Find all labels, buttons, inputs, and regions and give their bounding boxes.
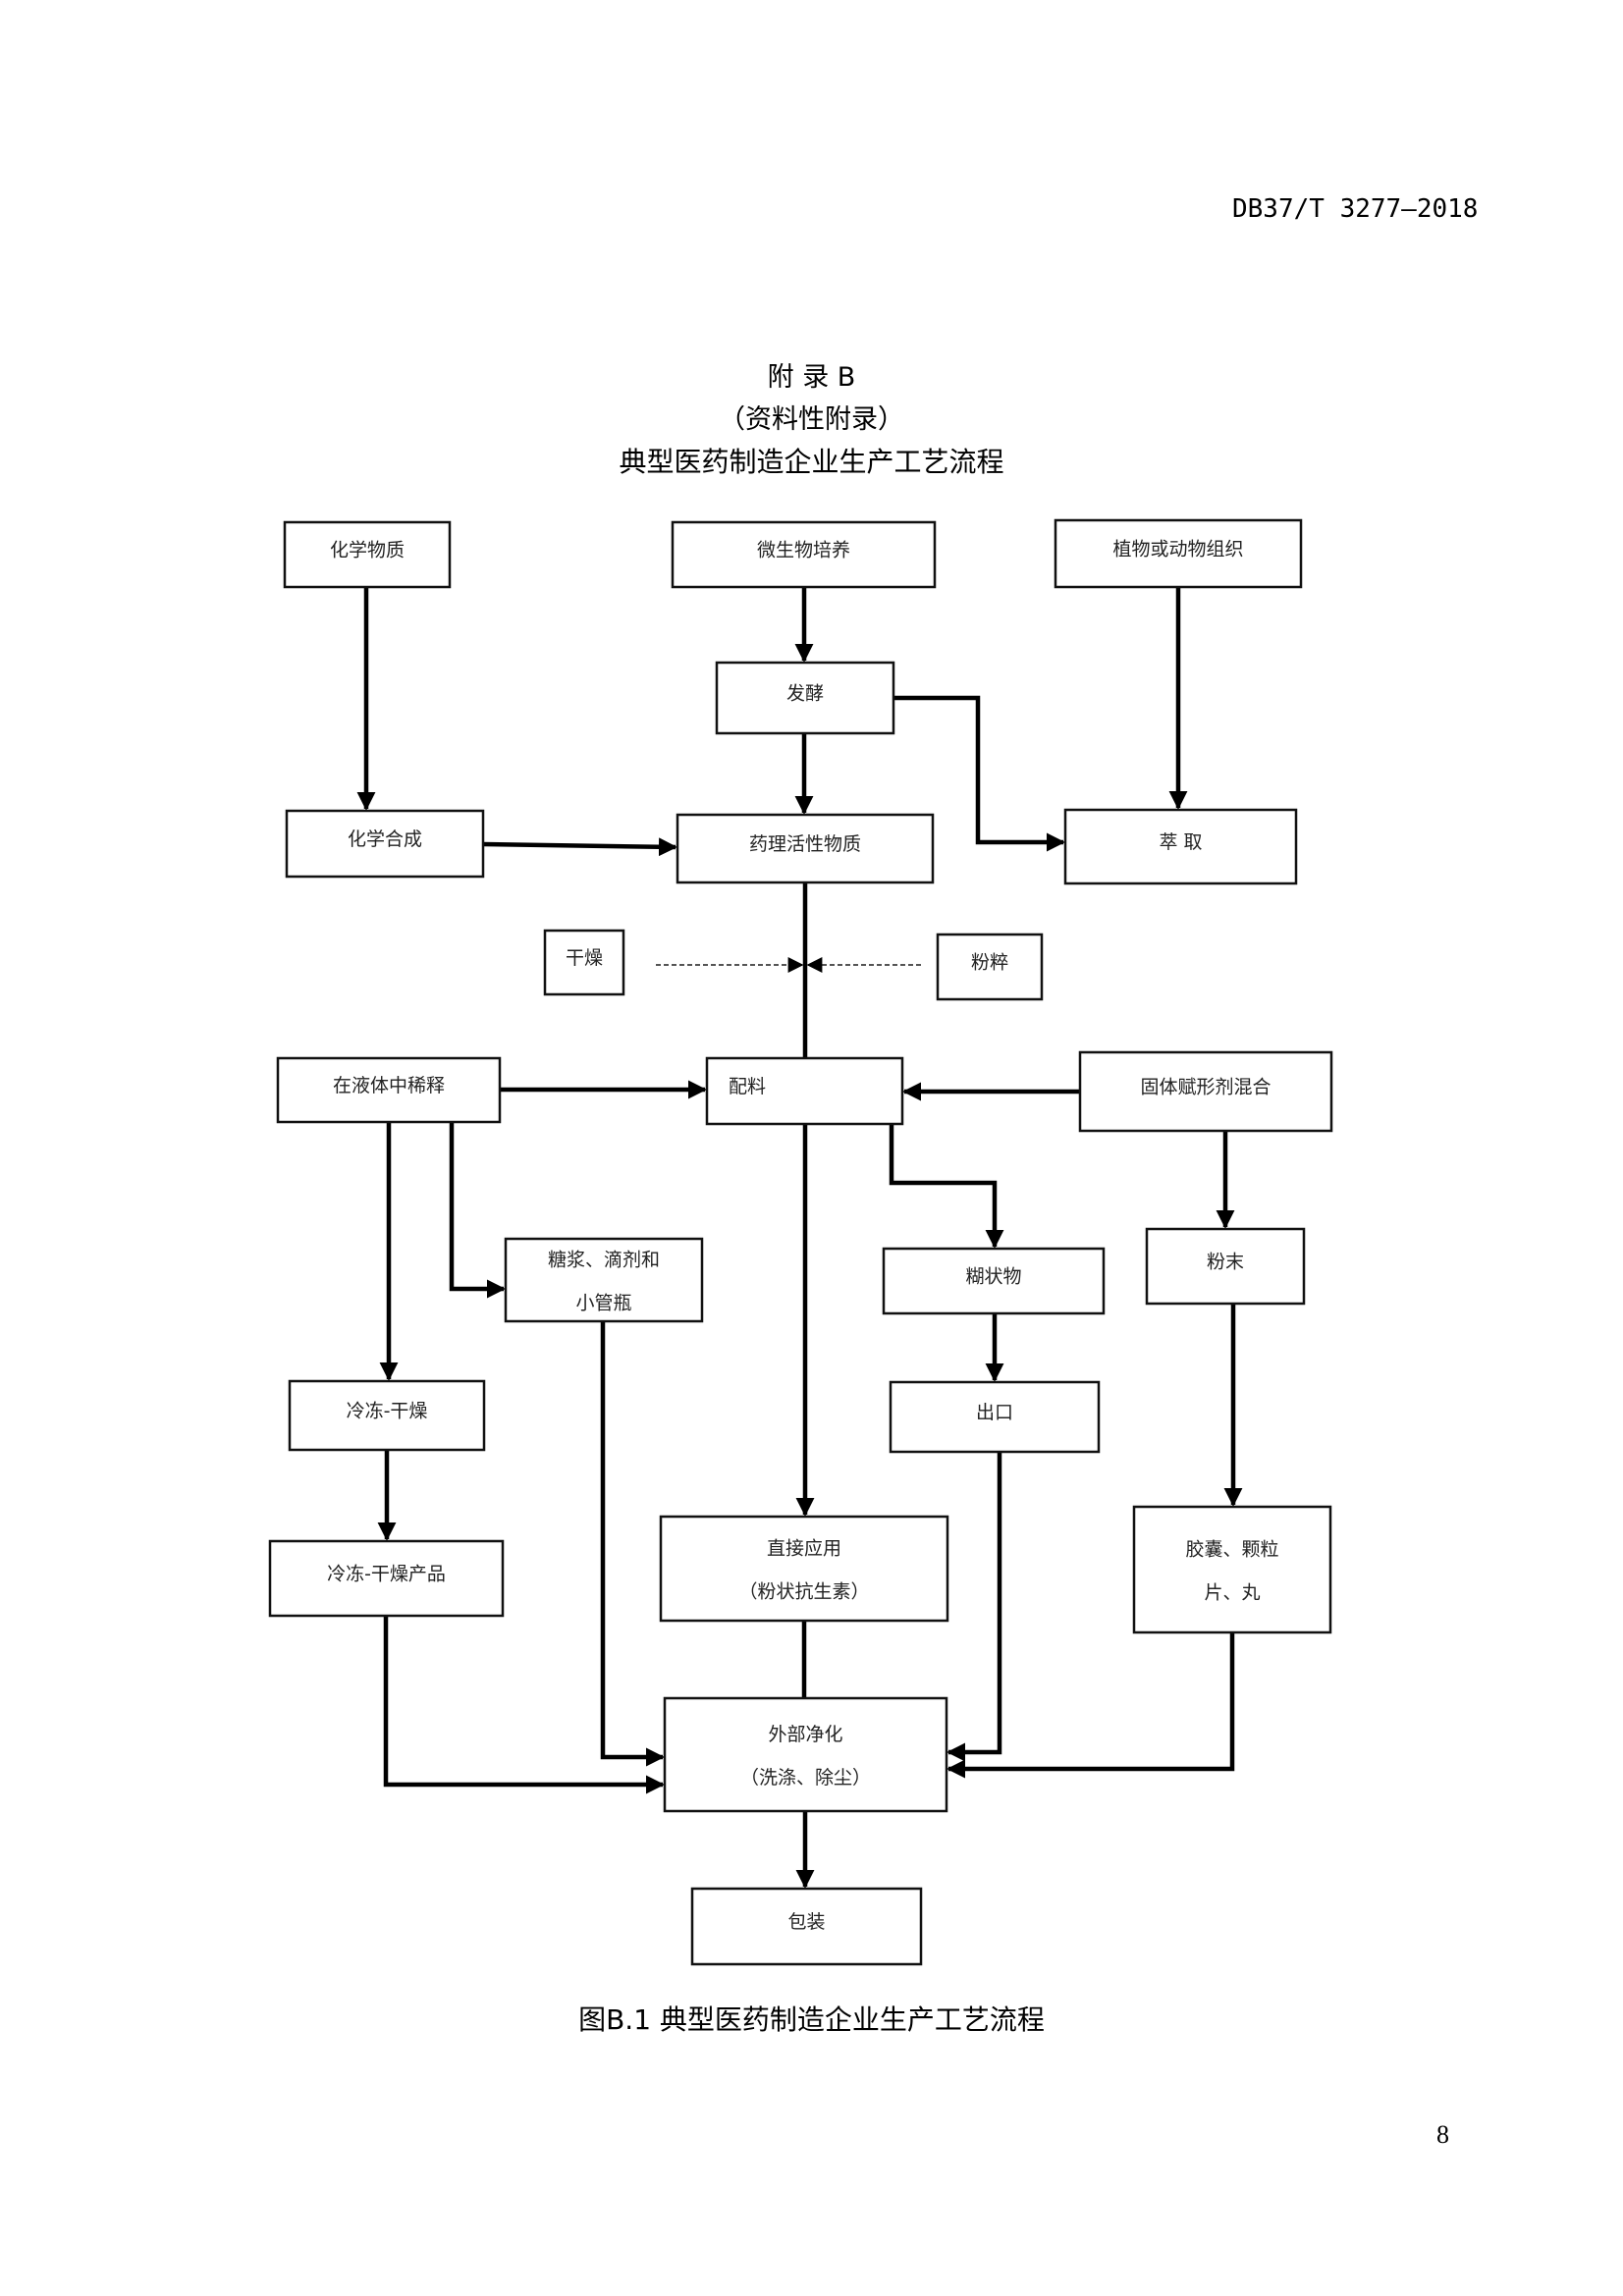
node-label: 出口 xyxy=(976,1402,1013,1423)
arrow-mix-to-paste xyxy=(889,1124,1004,1249)
node-label: 化学物质 xyxy=(330,540,405,561)
node-chemical: 化学物质 xyxy=(283,520,452,589)
node-ferment: 发酵 xyxy=(715,661,895,735)
arrow-export-to-clean xyxy=(947,1452,1002,1762)
arrow-dilute-to-syrup xyxy=(449,1122,506,1299)
node-clean: 外部净化 （洗涤、除尘） xyxy=(663,1696,948,1813)
node-label: 冷冻-干燥产品 xyxy=(327,1564,446,1585)
node-label: 微生物培养 xyxy=(757,540,850,561)
node-freeze: 冷冻-干燥 xyxy=(288,1379,486,1452)
node-box xyxy=(659,1515,949,1623)
node-label: 固体赋形剂混合 xyxy=(1140,1077,1271,1098)
node-label: 直接应用 xyxy=(767,1538,841,1560)
figure-caption: 图B.1 典型医药制造企业生产工艺流程 xyxy=(578,2003,1045,2036)
arrow-ferment-to-extract xyxy=(893,695,1065,852)
node-pack: 包装 xyxy=(690,1887,923,1966)
node-synthesis: 化学合成 xyxy=(285,809,485,879)
node-label: 包装 xyxy=(787,1911,825,1933)
node-microbe: 微生物培养 xyxy=(671,520,937,589)
node-box xyxy=(676,813,935,884)
page-number: 8 xyxy=(1436,2120,1449,2149)
node-label: 冷冻-干燥 xyxy=(347,1401,428,1422)
node-label: （洗涤、除尘） xyxy=(740,1767,871,1789)
node-crush: 粉粹 xyxy=(936,933,1044,1001)
arrow-synthesis-to-api xyxy=(482,837,677,857)
node-box xyxy=(936,933,1044,1001)
node-box xyxy=(276,1056,502,1124)
appendix-name: 典型医药制造企业生产工艺流程 xyxy=(619,446,1004,478)
node-box xyxy=(288,1379,486,1452)
node-box xyxy=(283,520,452,589)
node-box xyxy=(543,929,625,996)
node-box xyxy=(715,661,895,735)
node-api: 药理活性物质 xyxy=(676,813,935,884)
node-box xyxy=(671,520,937,589)
node-label: 小管瓶 xyxy=(575,1293,631,1314)
node-mix: 配料 xyxy=(705,1056,904,1126)
node-label: （粉状抗生素） xyxy=(738,1581,869,1603)
node-box xyxy=(889,1380,1101,1454)
arrow-freezeprod-to-clean xyxy=(383,1616,665,1794)
appendix-title: 附 录 B xyxy=(767,362,856,393)
node-powder: 粉末 xyxy=(1145,1227,1306,1306)
node-label: 化学合成 xyxy=(348,828,422,850)
node-box xyxy=(1063,808,1298,885)
node-label: 粉粹 xyxy=(971,952,1008,974)
node-paste: 糊状物 xyxy=(882,1247,1106,1315)
node-box xyxy=(285,809,485,879)
node-box xyxy=(1145,1227,1306,1306)
node-box xyxy=(504,1237,704,1323)
edges-layer xyxy=(356,587,1243,1889)
node-label: 萃 取 xyxy=(1159,831,1202,853)
node-capsule: 胶囊、颗粒片、丸 xyxy=(1132,1505,1332,1634)
node-box xyxy=(882,1247,1106,1315)
node-label: 胶囊、颗粒 xyxy=(1185,1539,1278,1561)
node-label: 糖浆、滴剂和 xyxy=(548,1250,660,1271)
node-direct: 直接应用 （粉状抗生素） xyxy=(659,1515,949,1623)
node-label: 植物或动物组织 xyxy=(1112,539,1243,561)
node-box xyxy=(1054,518,1303,589)
node-tissue: 植物或动物组织 xyxy=(1054,518,1303,589)
node-box xyxy=(663,1696,948,1813)
node-box xyxy=(268,1539,505,1618)
node-export: 出口 xyxy=(889,1380,1101,1454)
node-label: 在液体中稀释 xyxy=(333,1075,445,1096)
node-label: 片、丸 xyxy=(1204,1582,1260,1604)
node-dry: 干燥 xyxy=(543,929,625,996)
node-label: 粉末 xyxy=(1207,1252,1244,1273)
node-box xyxy=(690,1887,923,1966)
node-label: 发酵 xyxy=(786,683,824,705)
standard-code: DB37/T 3277—2018 xyxy=(1232,194,1479,224)
node-box xyxy=(1078,1050,1333,1133)
arrow-capsule-to-clean xyxy=(947,1632,1235,1779)
node-label: 配料 xyxy=(729,1076,766,1097)
node-label: 药理活性物质 xyxy=(749,833,861,855)
node-solid: 固体赋形剂混合 xyxy=(1078,1050,1333,1133)
arrow-syrup-to-clean xyxy=(600,1321,665,1767)
node-box xyxy=(705,1056,904,1126)
node-extract: 萃 取 xyxy=(1063,808,1298,885)
node-freezeprod: 冷冻-干燥产品 xyxy=(268,1539,505,1618)
node-label: 干燥 xyxy=(566,947,603,969)
node-box xyxy=(1132,1505,1332,1634)
appendix-type: （资料性附录） xyxy=(719,404,904,435)
node-label: 糊状物 xyxy=(965,1266,1021,1288)
node-dilute: 在液体中稀释 xyxy=(276,1056,502,1124)
node-label: 外部净化 xyxy=(768,1724,842,1745)
